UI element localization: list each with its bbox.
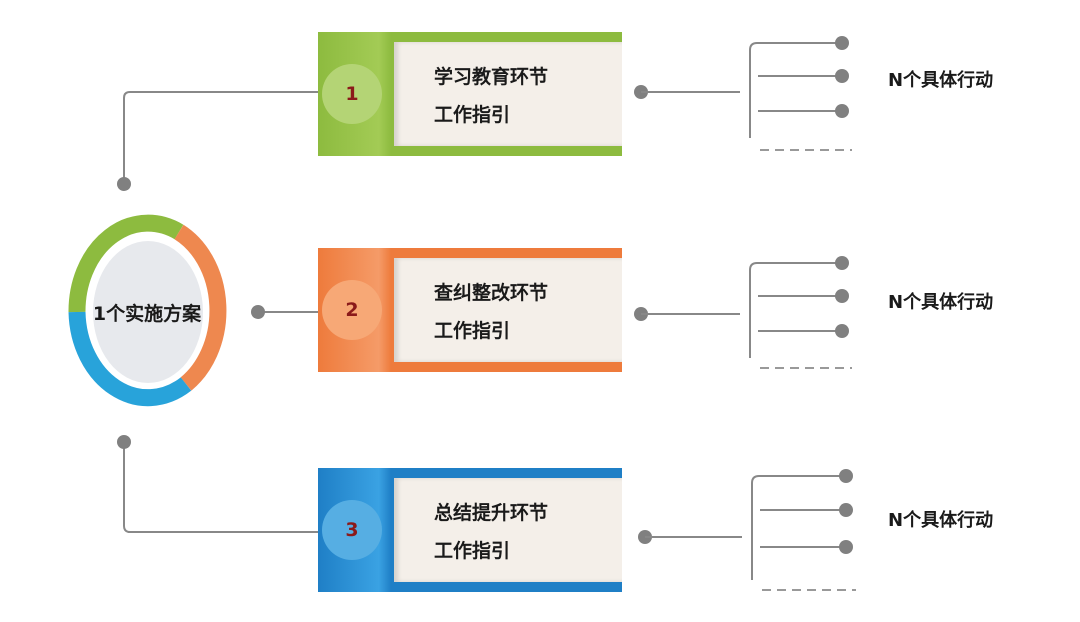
stage-number-badge: 1 bbox=[322, 64, 382, 124]
connector-hub-stage-1 bbox=[123, 91, 318, 184]
action-label-1: N个具体行动 bbox=[888, 70, 994, 91]
stage-title: 查纠整改环节 bbox=[434, 282, 549, 304]
action-label-3: N个具体行动 bbox=[888, 510, 994, 531]
stage-subtitle: 工作指引 bbox=[434, 104, 511, 126]
stage-block-1: 1 学习教育环节 工作指引 bbox=[318, 32, 622, 156]
stage-title: 学习教育环节 bbox=[434, 66, 549, 88]
action-label-2: N个具体行动 bbox=[888, 292, 994, 313]
stage-number-badge: 3 bbox=[322, 500, 382, 560]
stage-subtitle: 工作指引 bbox=[434, 320, 511, 342]
stage-block-3: 3 总结提升环节 工作指引 bbox=[318, 468, 622, 592]
stage-title: 总结提升环节 bbox=[434, 502, 549, 524]
stage-panel bbox=[394, 478, 622, 582]
stage-panel bbox=[394, 258, 622, 362]
stage-number-badge: 2 bbox=[322, 280, 382, 340]
hub-ring bbox=[68, 214, 227, 407]
stage-panel bbox=[394, 42, 622, 146]
connector-dot bbox=[251, 305, 265, 319]
stage-block-2: 2 查纠整改环节 工作指引 bbox=[318, 248, 622, 372]
stage-subtitle: 工作指引 bbox=[434, 540, 511, 562]
hub-label: 1个实施方案 bbox=[92, 302, 202, 325]
connector-dot bbox=[117, 177, 131, 191]
branch-stage-2 bbox=[634, 256, 852, 369]
branch-stage-1 bbox=[634, 36, 852, 151]
connector-hub-stage-3 bbox=[123, 442, 318, 533]
connector-dot bbox=[117, 435, 131, 449]
branch-stage-3 bbox=[638, 469, 856, 591]
